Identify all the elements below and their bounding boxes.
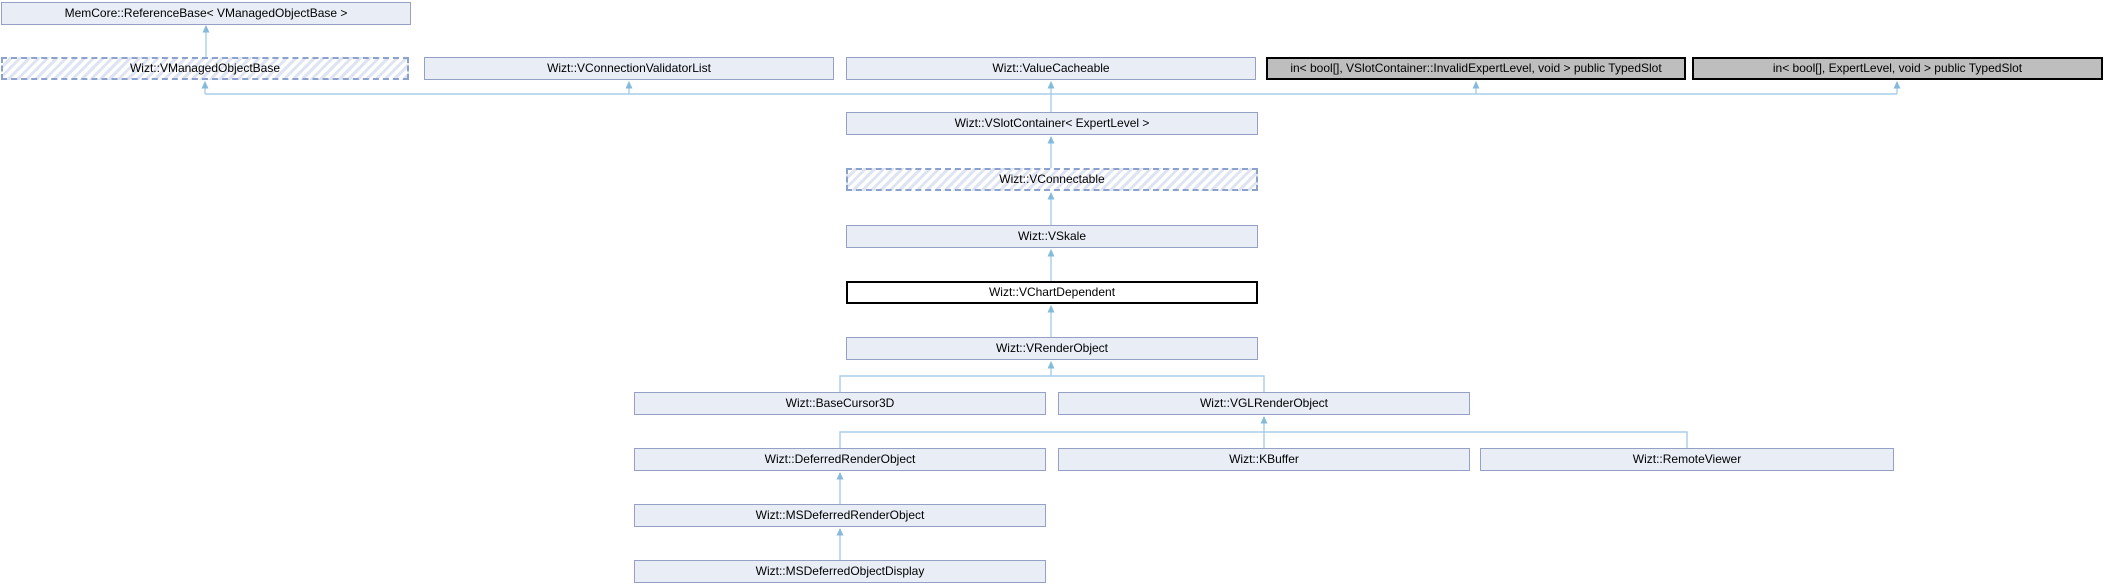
class-node-msdeferredrenderobject[interactable]: Wizt::MSDeferredRenderObject bbox=[634, 504, 1046, 527]
class-label: Wizt::VSkale bbox=[1017, 229, 1086, 243]
class-label: Wizt::ValueCacheable bbox=[992, 61, 1110, 75]
class-label: MemCore::ReferenceBase< VManagedObjectBa… bbox=[64, 6, 348, 20]
class-label: Wizt::BaseCursor3D bbox=[785, 396, 895, 410]
class-label: Wizt::MSDeferredObjectDisplay bbox=[755, 564, 925, 578]
class-node-basecursor3d[interactable]: Wizt::BaseCursor3D bbox=[634, 392, 1046, 415]
class-label: Wizt::VConnectable bbox=[999, 172, 1105, 186]
class-node-vslotcontainer[interactable]: Wizt::VSlotContainer< ExpertLevel > bbox=[846, 112, 1258, 135]
class-label: Wizt::DeferredRenderObject bbox=[764, 452, 916, 466]
class-node-vconnectable[interactable]: Wizt::VConnectable bbox=[846, 168, 1258, 191]
class-node-typedslot-expertlevel: in< bool[], ExpertLevel, void > public T… bbox=[1692, 57, 2103, 80]
class-label: Wizt::VConnectionValidatorList bbox=[547, 61, 711, 75]
class-label: in< bool[], ExpertLevel, void > public T… bbox=[1772, 61, 2023, 75]
class-node-kbuffer[interactable]: Wizt::KBuffer bbox=[1058, 448, 1470, 471]
class-label: Wizt::VGLRenderObject bbox=[1199, 396, 1329, 410]
class-node-msdeferredobjectdisplay[interactable]: Wizt::MSDeferredObjectDisplay bbox=[634, 560, 1046, 583]
class-node-vskale[interactable]: Wizt::VSkale bbox=[846, 225, 1258, 248]
class-node-vconnectionvalidatorlist[interactable]: Wizt::VConnectionValidatorList bbox=[424, 57, 834, 80]
class-node-vmanagedobjectbase[interactable]: Wizt::VManagedObjectBase bbox=[1, 57, 409, 80]
class-node-typedslot-invalidexpertlevel: in< bool[], VSlotContainer::InvalidExper… bbox=[1266, 57, 1686, 80]
class-node-memcore-referencebase[interactable]: MemCore::ReferenceBase< VManagedObjectBa… bbox=[1, 2, 411, 25]
class-label: in< bool[], VSlotContainer::InvalidExper… bbox=[1290, 61, 1662, 75]
class-label: Wizt::VSlotContainer< ExpertLevel > bbox=[954, 116, 1150, 130]
class-label: Wizt::VRenderObject bbox=[995, 341, 1109, 355]
class-label: Wizt::KBuffer bbox=[1229, 452, 1299, 466]
class-node-valuecacheable[interactable]: Wizt::ValueCacheable bbox=[846, 57, 1256, 80]
class-node-remoteviewer[interactable]: Wizt::RemoteViewer bbox=[1480, 448, 1894, 471]
class-label: Wizt::VManagedObjectBase bbox=[129, 61, 281, 75]
class-node-vrenderobject[interactable]: Wizt::VRenderObject bbox=[846, 337, 1258, 360]
class-label: Wizt::MSDeferredRenderObject bbox=[755, 508, 925, 522]
class-label: Wizt::RemoteViewer bbox=[1632, 452, 1742, 466]
class-node-deferredrenderobject[interactable]: Wizt::DeferredRenderObject bbox=[634, 448, 1046, 471]
class-label: Wizt::VChartDependent bbox=[988, 285, 1116, 299]
class-node-vglrenderobject[interactable]: Wizt::VGLRenderObject bbox=[1058, 392, 1470, 415]
class-node-vchartdependent: Wizt::VChartDependent bbox=[846, 281, 1258, 304]
